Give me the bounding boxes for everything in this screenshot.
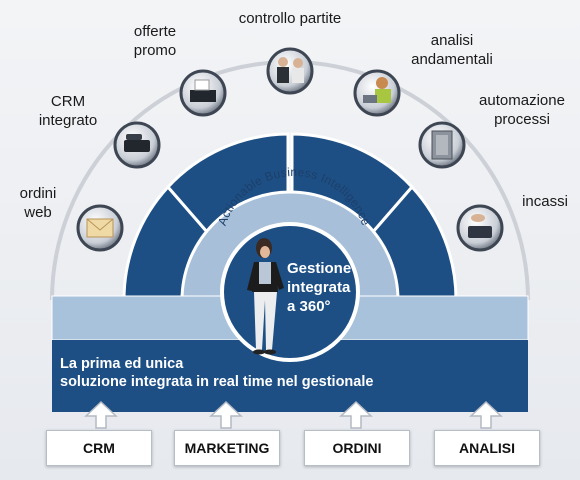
woman-laptop-icon <box>353 69 401 117</box>
label-controllo-partite: controllo partite <box>238 10 342 27</box>
crm-button[interactable]: CRM <box>46 430 152 466</box>
label-automazione-processi: automazione processi <box>479 92 565 128</box>
photo-icons <box>76 47 504 252</box>
label-ordini-web: ordini web <box>19 185 57 221</box>
marketing-button[interactable]: MARKETING <box>174 430 280 466</box>
label-analisi-andamentali: analisi andamentali <box>411 32 493 68</box>
ordini-button[interactable]: ORDINI <box>304 430 410 466</box>
arrow-ordini <box>339 400 373 429</box>
fax-icon <box>179 69 227 117</box>
arrow-marketing <box>209 400 243 429</box>
card-payment-icon <box>456 204 504 252</box>
up-arrows <box>84 400 503 429</box>
label-offerte-promo: offerte promo <box>133 23 177 59</box>
label-crm-integrato: CRM integrato <box>38 93 98 129</box>
arrow-analisi <box>469 400 503 429</box>
center-caption: Gestione integrata a 360° <box>287 260 352 315</box>
envelope-icon <box>76 204 124 252</box>
banner-caption: La prima ed unica soluzione integrata in… <box>60 356 374 390</box>
safe-icon <box>418 121 466 169</box>
phone-icon <box>113 121 161 169</box>
businesswoman-figure <box>247 238 284 355</box>
analisi-button[interactable]: ANALISI <box>434 430 540 466</box>
label-incassi: incassi <box>522 193 568 210</box>
businessmen-icon <box>266 47 314 95</box>
arrow-crm <box>84 400 118 429</box>
